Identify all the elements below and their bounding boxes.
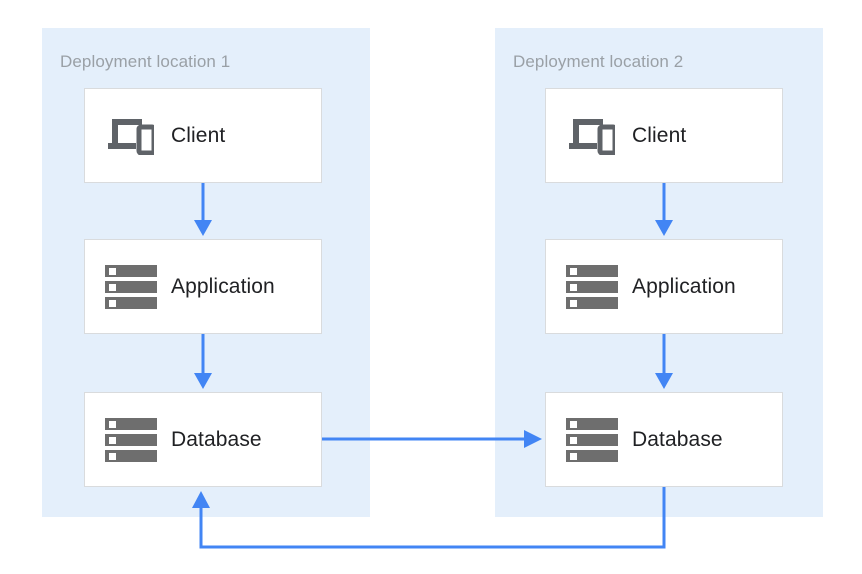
node-label-client-1: Client — [171, 123, 226, 147]
node-application-2[interactable]: Application — [545, 239, 783, 334]
client-devices-icon — [103, 112, 159, 160]
node-label-application-2: Application — [632, 274, 736, 298]
zone-label-deployment-location-1: Deployment location 1 — [60, 52, 231, 71]
node-label-client-2: Client — [632, 123, 687, 147]
server-icon — [564, 416, 620, 464]
server-icon — [103, 416, 159, 464]
node-application-1[interactable]: Application — [84, 239, 322, 334]
node-database-2[interactable]: Database — [545, 392, 783, 487]
node-database-1[interactable]: Database — [84, 392, 322, 487]
node-label-database-1: Database — [171, 427, 262, 451]
server-icon — [564, 263, 620, 311]
node-label-database-2: Database — [632, 427, 723, 451]
node-client-2[interactable]: Client — [545, 88, 783, 183]
node-label-application-1: Application — [171, 274, 275, 298]
node-client-1[interactable]: Client — [84, 88, 322, 183]
server-icon — [103, 263, 159, 311]
zone-label-deployment-location-2: Deployment location 2 — [513, 52, 684, 71]
client-devices-icon — [564, 112, 620, 160]
